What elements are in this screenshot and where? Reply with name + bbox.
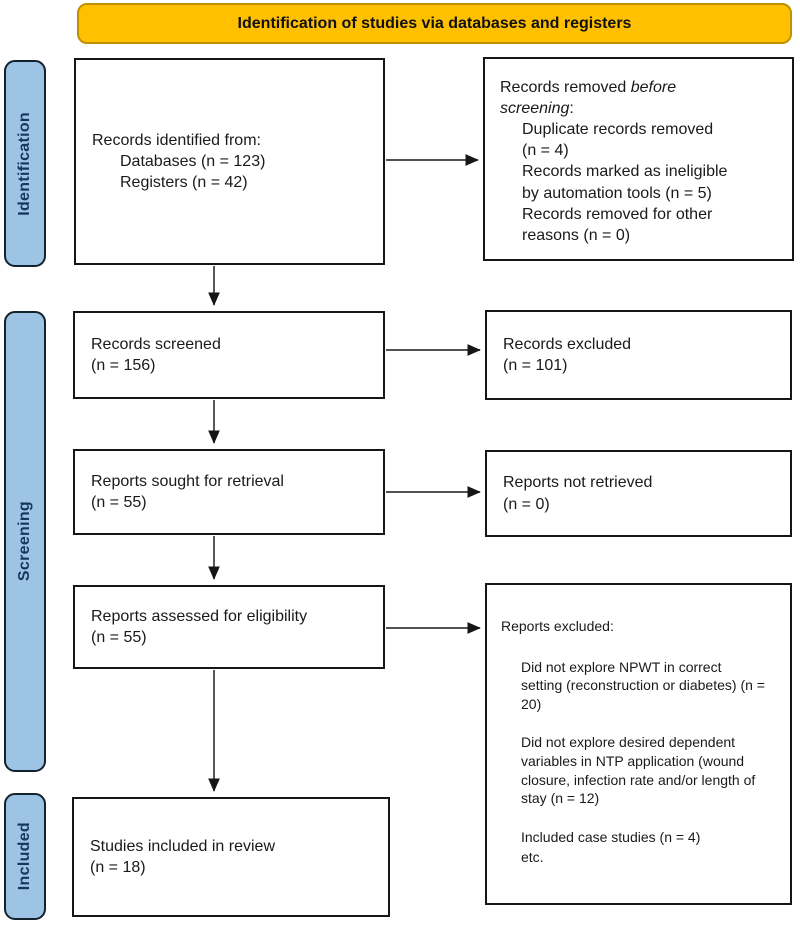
stage-label-screening: Screening <box>4 311 46 772</box>
diagram-header-banner: Identification of studies via databases … <box>77 3 792 44</box>
box-reports-sought: Reports sought for retrieval (n = 55) <box>73 449 385 535</box>
reports-excluded-reason-etc: etc. <box>521 849 544 866</box>
records-removed-duplicates: Duplicate records removed (n = 4) <box>522 121 714 160</box>
records-excluded-label: Records excluded <box>503 335 632 353</box>
records-removed-intro-plain: Records removed <box>500 79 631 96</box>
box-records-excluded: Records excluded (n = 101) <box>485 310 792 400</box>
records-excluded-count: (n = 101) <box>503 357 568 374</box>
reports-excluded-reason-variables: Did not explore desired dependent variab… <box>521 734 756 807</box>
reports-sought-count: (n = 55) <box>91 494 147 511</box>
box-reports-assessed: Reports assessed for eligibility (n = 55… <box>73 585 385 669</box>
records-removed-intro-italic: before screening <box>500 79 677 118</box>
reports-assessed-label: Reports assessed for eligibility <box>91 607 308 625</box>
reports-excluded-title: Reports excluded: <box>501 618 614 634</box>
reports-not-retrieved-label: Reports not retrieved <box>503 474 653 492</box>
studies-included-count: (n = 18) <box>90 859 146 876</box>
stage-label-screening-text: Screening <box>16 501 33 582</box>
reports-excluded-reason-case-studies: Included case studies (n = 4) <box>521 828 701 845</box>
records-identified-intro: Records identified from: <box>92 131 261 149</box>
stage-label-identification-text: Identification <box>16 111 33 216</box>
records-identified-registers: Registers (n = 42) <box>120 174 248 192</box>
diagram-title: Identification of studies via databases … <box>237 14 632 32</box>
reports-sought-label: Reports sought for retrieval <box>91 472 284 490</box>
records-removed-automation: Records marked as ineligible by automati… <box>522 163 728 202</box>
reports-excluded-reason-setting: Did not explore NPWT in correct setting … <box>521 658 765 712</box>
box-studies-included: Studies included in review (n = 18) <box>72 797 390 917</box>
records-removed-intro-suffix: : <box>569 100 574 118</box>
records-removed-other: Records removed for other reasons (n = 0… <box>522 205 713 244</box>
stage-label-identification: Identification <box>4 60 46 267</box>
stage-label-included-text: Included <box>16 822 33 891</box>
records-screened-count: (n = 156) <box>91 357 156 374</box>
box-reports-excluded: Reports excluded: Did not explore NPWT i… <box>485 583 792 905</box>
records-screened-label: Records screened <box>91 335 221 353</box>
box-records-removed: Records removed before screening: Duplic… <box>483 57 794 261</box>
stage-label-included: Included <box>4 793 46 920</box>
records-removed-intro: Records removed before screening: <box>500 77 722 119</box>
studies-included-label: Studies included in review <box>90 837 275 855</box>
reports-assessed-count: (n = 55) <box>91 629 147 646</box>
reports-not-retrieved-count: (n = 0) <box>503 495 550 513</box>
box-records-identified: Records identified from: Databases (n = … <box>74 58 385 265</box>
box-records-screened: Records screened (n = 156) <box>73 311 385 399</box>
box-reports-not-retrieved: Reports not retrieved (n = 0) <box>485 450 792 537</box>
records-identified-databases: Databases (n = 123) <box>120 152 266 170</box>
